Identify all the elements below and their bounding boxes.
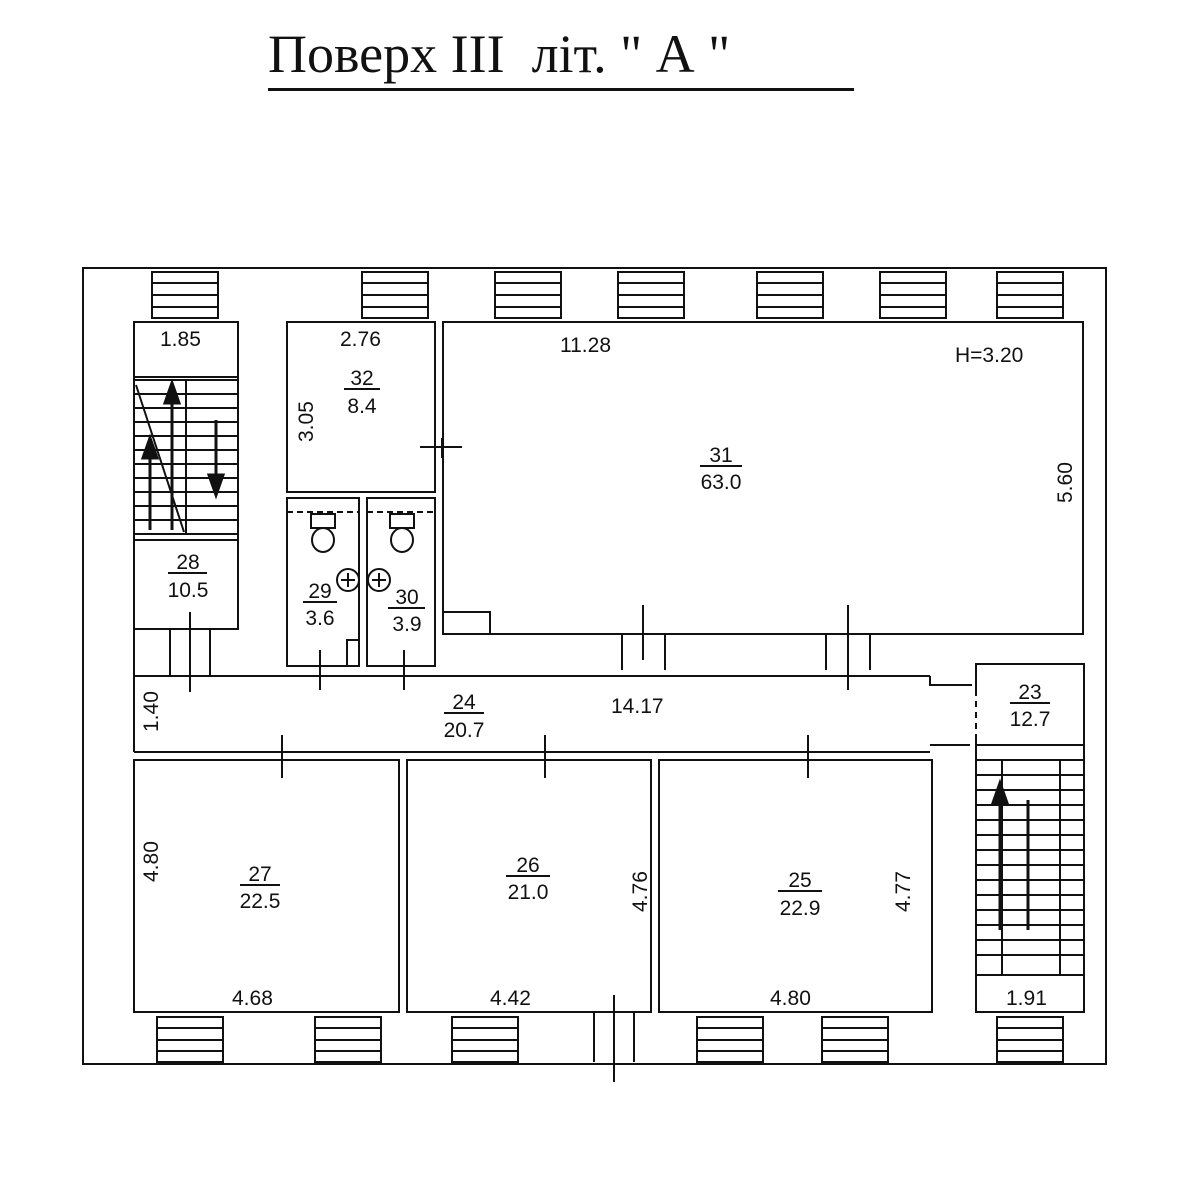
room-number-25: 25 [788, 869, 811, 892]
room-number-28: 28 [176, 551, 199, 574]
room-area-25: 22.9 [780, 897, 821, 920]
dimension-labels: 1.85 2.76 11.28 H=3.20 14.17 4.68 4.42 4… [140, 328, 1077, 1010]
room-number-26: 26 [516, 854, 539, 877]
floor-drain-icon [336, 568, 391, 592]
room-30-walls [366, 497, 436, 667]
dim-1-91: 1.91 [1006, 987, 1047, 1010]
ceiling-height: H=3.20 [955, 344, 1023, 367]
room-area-27: 22.5 [240, 890, 281, 913]
dim-4-42: 4.42 [490, 987, 531, 1010]
stair-direction-arrows [140, 378, 1030, 930]
room-28-walls [133, 321, 239, 630]
dim-3-05: 3.05 [295, 401, 318, 442]
room-number-29: 29 [308, 580, 331, 603]
bottom-windows [156, 1016, 1064, 1063]
room-area-28: 10.5 [168, 579, 209, 602]
room-number-30: 30 [395, 586, 418, 609]
room-area-29: 3.6 [305, 607, 334, 630]
room-area-32: 8.4 [347, 395, 377, 418]
top-windows [151, 271, 1064, 319]
building-outline [82, 267, 1107, 1065]
room-32-walls [286, 321, 436, 493]
dim-4-80-horizontal: 4.80 [770, 987, 811, 1010]
dim-4-80-vertical: 4.80 [140, 841, 163, 882]
room-31-walls [442, 321, 1084, 635]
room-27-walls [133, 759, 400, 1013]
plan-title: Поверх III літ. " А " [268, 24, 731, 84]
room-number-31: 31 [709, 444, 732, 467]
dim-11-28: 11.28 [560, 334, 611, 357]
dim-1-85: 1.85 [160, 328, 201, 351]
room-labels: 32 8.4 31 63.0 28 10.5 29 3.6 30 3.9 24 … [168, 367, 1051, 920]
room-area-24: 20.7 [444, 719, 485, 742]
room-area-23: 12.7 [1010, 708, 1051, 731]
room-area-30: 3.9 [392, 613, 421, 636]
room-25-walls [658, 759, 933, 1013]
room-number-23: 23 [1018, 681, 1041, 704]
title-underline [268, 88, 854, 91]
room-area-31: 63.0 [701, 471, 742, 494]
room-26-walls [406, 759, 652, 1013]
room-number-24: 24 [452, 691, 476, 714]
room-number-27: 27 [248, 863, 271, 886]
toilet-icon [310, 513, 415, 553]
dim-4-76: 4.76 [629, 871, 652, 912]
room-area-26: 21.0 [508, 881, 549, 904]
dim-4-68: 4.68 [232, 987, 273, 1010]
room-number-32: 32 [350, 367, 373, 390]
dim-14-17: 14.17 [611, 695, 664, 718]
fraction-bars [168, 388, 1050, 892]
dim-4-77: 4.77 [892, 871, 915, 912]
dim-5-60: 5.60 [1054, 462, 1077, 503]
room-23-walls [975, 663, 1085, 1013]
dim-2-76: 2.76 [340, 328, 381, 351]
stair-treads-room-23 [976, 759, 1084, 976]
door-markers [169, 438, 871, 1082]
dim-1-40: 1.40 [140, 691, 163, 732]
